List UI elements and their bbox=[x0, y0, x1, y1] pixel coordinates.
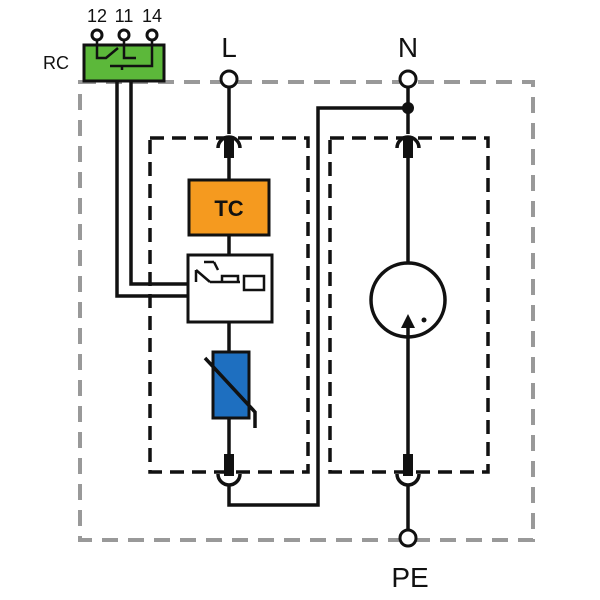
n-terminal bbox=[398, 69, 418, 89]
l-to-n-bridge bbox=[227, 106, 408, 507]
rc-pin-11-label: 11 bbox=[115, 6, 134, 26]
gdt-arrow-up bbox=[401, 314, 415, 328]
thermal-cutout-box bbox=[187, 178, 271, 237]
l-contact-top bbox=[224, 138, 234, 158]
rc-pin-12-label: 12 bbox=[87, 6, 107, 26]
outer-enclosure bbox=[78, 80, 535, 542]
gdt-dot bbox=[421, 317, 427, 323]
thermal-cutout-label: TC bbox=[214, 196, 243, 221]
l-plug-top bbox=[216, 135, 242, 149]
n-contact-bottom bbox=[403, 454, 413, 476]
l-plug-bottom bbox=[216, 473, 242, 487]
rc-lead-outer bbox=[115, 81, 188, 298]
rc-pin-14 bbox=[145, 28, 159, 42]
rc-pin-14-label: 14 bbox=[142, 6, 162, 26]
l-label: L bbox=[221, 32, 237, 63]
rc-pin-12 bbox=[90, 28, 104, 42]
pe-terminal bbox=[398, 528, 418, 548]
n-label: N bbox=[398, 32, 418, 63]
varistor-slash bbox=[203, 356, 257, 428]
rc-contact-switch bbox=[95, 39, 154, 70]
rc-pin-11 bbox=[117, 28, 131, 42]
rc-label: RC bbox=[43, 53, 69, 73]
rc-lead-inner bbox=[129, 81, 188, 286]
l-terminal bbox=[219, 69, 239, 89]
thermal-disconnector-symbol bbox=[194, 260, 266, 292]
n-plug-top bbox=[395, 135, 421, 149]
n-junction bbox=[402, 102, 414, 114]
pe-label: PE bbox=[391, 562, 428, 593]
n-contact-top bbox=[403, 138, 413, 158]
n-plug-bottom bbox=[395, 473, 421, 487]
l-contact-bottom bbox=[224, 454, 234, 476]
thermal-disconnector-box bbox=[186, 253, 274, 324]
